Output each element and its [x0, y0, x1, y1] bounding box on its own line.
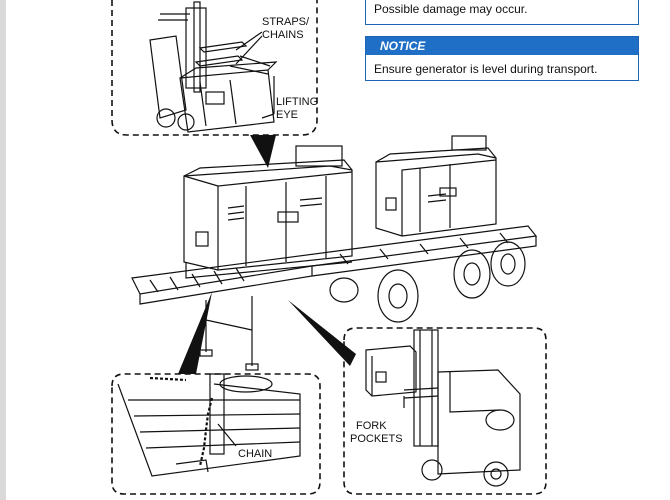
warning-box: Possible damage may occur.	[365, 0, 639, 25]
fork-label-line1: FORK	[356, 420, 387, 432]
lifting-eye-label: LIFTING EYE	[276, 96, 318, 122]
trailer	[131, 225, 538, 371]
fork-label-line2: POCKETS	[350, 433, 403, 445]
detail-bubble-straps	[111, 0, 318, 168]
fork-pockets-label: FORK POCKETS	[350, 420, 403, 446]
notice-title: NOTICE	[380, 39, 426, 53]
generator-rear	[375, 135, 497, 237]
chain-label: CHAIN	[238, 448, 273, 460]
lifting-label-line2: EYE	[276, 109, 299, 121]
detail-bubble-fork-pockets	[288, 300, 547, 495]
generator-front	[183, 145, 353, 279]
straps-label-line1: STRAPS/	[262, 16, 310, 28]
notice-box: NOTICE Ensure generator is level during …	[365, 36, 639, 81]
notice-header: NOTICE	[366, 37, 638, 55]
straps-chains-label: STRAPS/ CHAINS	[262, 16, 309, 42]
page-edge	[0, 0, 6, 500]
lifting-label-line1: LIFTING	[276, 96, 319, 108]
notice-text: Ensure generator is level during transpo…	[374, 62, 598, 76]
straps-label-line2: CHAINS	[262, 29, 304, 41]
detail-bubble-chain	[111, 292, 321, 495]
warning-text: Possible damage may occur.	[374, 2, 528, 16]
